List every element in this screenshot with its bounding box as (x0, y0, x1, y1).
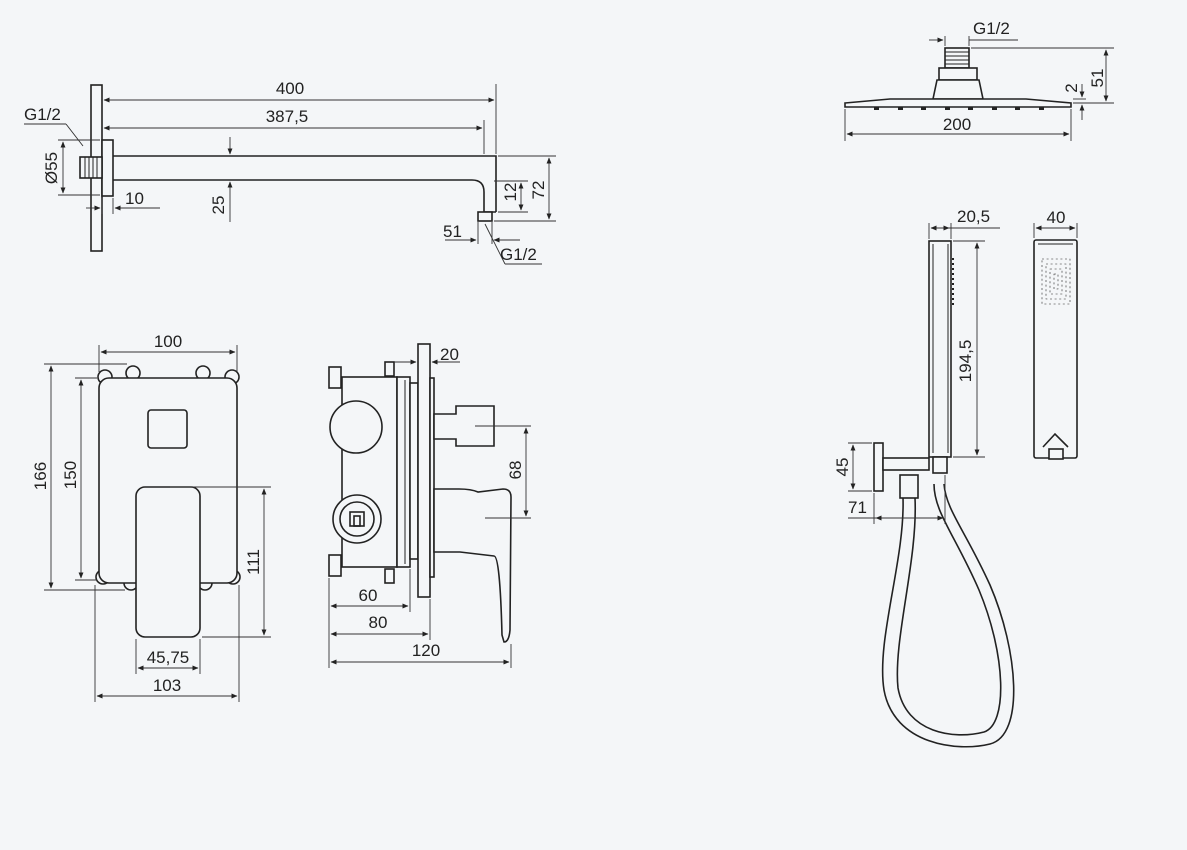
plate-height-inner-label: 150 (61, 461, 80, 489)
wall-line (417, 343, 431, 598)
bracket-arm (882, 457, 930, 471)
lever-height-label: 111 (244, 549, 263, 575)
plate-width-top-label: 100 (154, 332, 182, 351)
depth-120-label: 120 (412, 641, 440, 660)
cover-plate-view: 100 166 150 111 45,75 103 (31, 332, 271, 702)
hand-length-label: 194,5 (956, 340, 975, 383)
hand-depth-label: 20,5 (957, 207, 990, 226)
head-ball-joint (932, 79, 984, 100)
head-thickness-label: 2 (1062, 83, 1081, 92)
cover-depth-label: 20 (440, 345, 459, 364)
head-thread-label: G1/2 (973, 19, 1010, 38)
flange-diameter-label: Ø55 (42, 152, 61, 184)
wall-flange (101, 139, 114, 197)
plate-width-bottom-label: 103 (153, 676, 181, 695)
bracket-plate (873, 442, 884, 492)
flange-depth-label: 10 (125, 189, 144, 208)
depth-80-label: 80 (369, 613, 388, 632)
valve-cartridge (396, 376, 411, 568)
head-width-label: 200 (943, 115, 971, 134)
hose-nut (899, 474, 919, 499)
lever-side (433, 488, 512, 643)
head-nut (938, 67, 978, 81)
tube-height-label: 25 (209, 196, 228, 215)
shower-head-view: G1/2 51 2 200 (844, 19, 1114, 141)
arm-thread-bottom-label: G1/2 (500, 245, 537, 264)
drop-total-label: 72 (529, 181, 548, 200)
hose-outer (881, 483, 1015, 748)
arm-tube (113, 155, 497, 213)
hand-shower-connector (932, 456, 948, 474)
arm-thread-top-label: G1/2 (24, 105, 61, 124)
head-plate (844, 98, 1072, 108)
valve-ring (409, 382, 419, 560)
hose-inner (896, 483, 1002, 736)
valve-lug (328, 554, 342, 577)
outlet-thread (477, 211, 493, 222)
valve-lug (328, 366, 342, 389)
arm-length-label: 400 (276, 79, 304, 98)
spout-height-label: 68 (506, 461, 525, 480)
drop-inner-label: 12 (501, 183, 520, 202)
head-height-label: 51 (1088, 69, 1107, 88)
plate-height-outer-label: 166 (31, 462, 50, 490)
cover-plate-side (429, 377, 435, 578)
valve-lug (384, 361, 395, 377)
hand-shower-front (1033, 239, 1078, 459)
head-thread (944, 47, 970, 69)
spray-nozzles (1041, 258, 1071, 305)
arm-inner-length-label: 387,5 (266, 107, 309, 126)
valve-lug (384, 568, 395, 584)
lever-width-label: 45,75 (147, 648, 190, 667)
valve-port-top (329, 400, 383, 454)
hand-shower-view: 20,5 194,5 40 45 71 (833, 207, 1078, 748)
diverter-button (147, 409, 188, 449)
depth-60-label: 60 (359, 586, 378, 605)
hand-width-label: 40 (1047, 208, 1066, 227)
valve-side-view: 20 68 60 80 120 (328, 343, 531, 668)
shower-arm-view: 400 387,5 G1/2 Ø55 10 25 12 72 (24, 79, 556, 265)
lever-handle (135, 486, 201, 638)
bracket-height-label: 45 (833, 458, 852, 477)
diverter-knob-side (433, 405, 495, 447)
hand-front-connector (1048, 448, 1064, 460)
wall-thread (79, 156, 103, 179)
outlet-offset-label: 51 (443, 222, 462, 241)
bracket-offset-label: 71 (848, 498, 867, 517)
